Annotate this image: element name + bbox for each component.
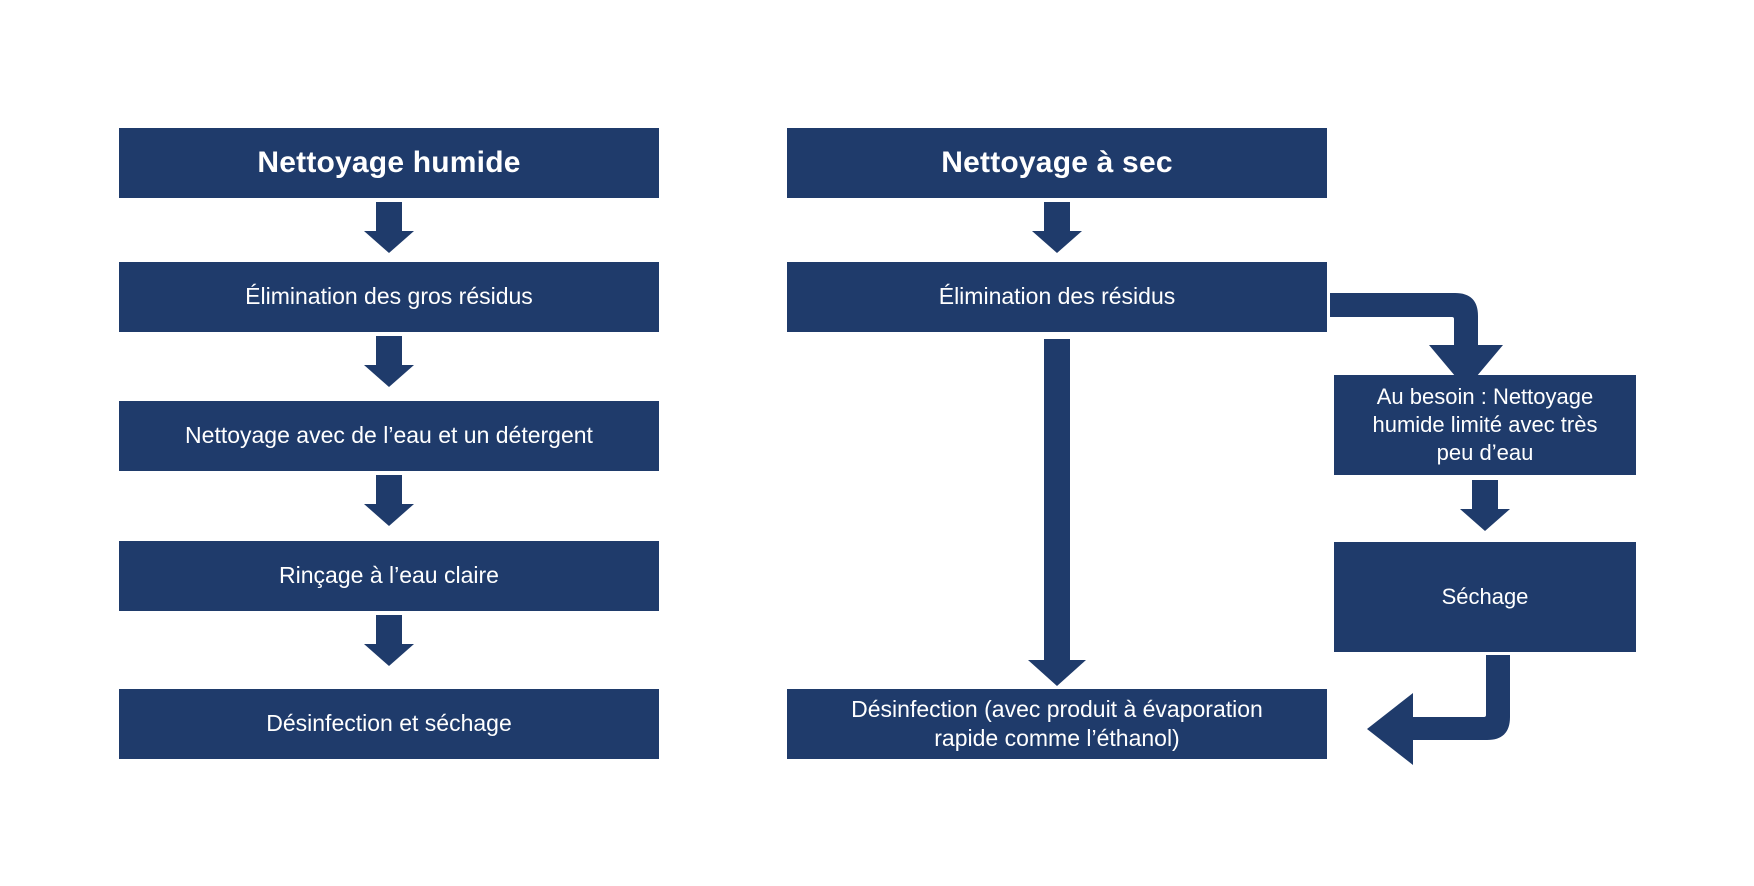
branch-step-1: Au besoin : Nettoyage humide limité avec…: [1334, 375, 1636, 475]
left-step-2: Nettoyage avec de l’eau et un détergent: [119, 401, 659, 471]
arrow-down-icon: [1442, 480, 1528, 534]
arrow-down-icon: [346, 336, 432, 390]
right-step-2-label: Désinfection (avec produit à évaporation…: [851, 695, 1263, 751]
left-step-4: Désinfection et séchage: [119, 689, 659, 759]
arrow-down-icon: [1014, 339, 1100, 689]
left-step-3-label: Rinçage à l’eau claire: [279, 562, 499, 589]
left-column-header: Nettoyage humide: [119, 128, 659, 198]
arrow-down-icon: [1014, 202, 1100, 256]
right-step-1: Élimination des résidus: [787, 262, 1327, 332]
left-step-2-label: Nettoyage avec de l’eau et un détergent: [185, 422, 593, 449]
left-step-1: Élimination des gros résidus: [119, 262, 659, 332]
right-column-header: Nettoyage à sec: [787, 128, 1327, 198]
branch-step-1-label: Au besoin : Nettoyage humide limité avec…: [1372, 383, 1598, 466]
elbow-arrow-down-left-icon: [1367, 655, 1510, 765]
branch-step-2-label: Séchage: [1441, 583, 1529, 609]
left-step-1-label: Élimination des gros résidus: [245, 283, 533, 310]
left-step-4-label: Désinfection et séchage: [266, 710, 512, 737]
right-step-2: Désinfection (avec produit à évaporation…: [787, 689, 1327, 759]
right-column-header-label: Nettoyage à sec: [941, 145, 1173, 179]
arrow-down-icon: [346, 615, 432, 669]
elbow-arrow-right-down-icon: [1330, 293, 1503, 389]
branch-step-2: Séchage: [1334, 542, 1636, 652]
right-step-1-label: Élimination des résidus: [938, 283, 1176, 310]
left-step-3: Rinçage à l’eau claire: [119, 541, 659, 611]
left-column-header-label: Nettoyage humide: [257, 145, 521, 179]
arrow-down-icon: [346, 475, 432, 529]
arrow-down-icon: [346, 202, 432, 256]
